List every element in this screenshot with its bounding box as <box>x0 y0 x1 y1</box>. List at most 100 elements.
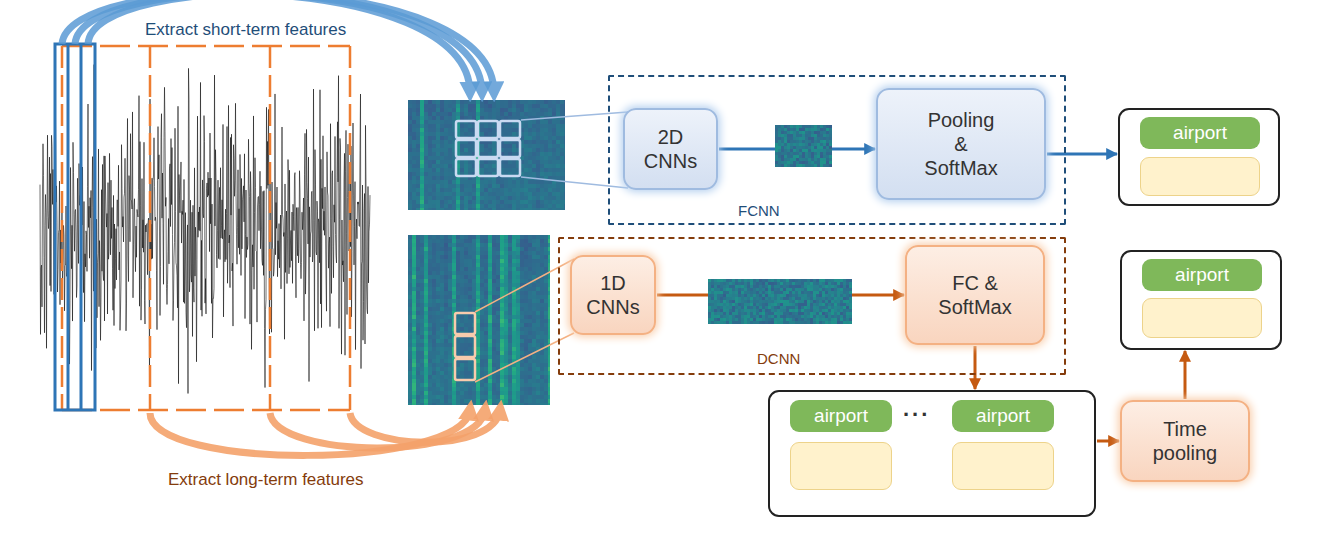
spectrogram-cell <box>452 295 456 299</box>
spectrogram-cell <box>472 200 476 204</box>
spectrogram-cell <box>464 192 468 196</box>
spectrogram-cell <box>516 255 520 259</box>
spectrogram-cell <box>484 112 488 116</box>
spectrogram-cell <box>564 192 565 196</box>
spectrogram-cell <box>412 176 416 180</box>
spectrogram-cell <box>428 295 432 299</box>
spectrogram-cell <box>448 283 452 287</box>
spectrogram-cell <box>508 247 512 251</box>
spectrogram-cell <box>456 283 460 287</box>
spectrogram-cell <box>544 327 548 331</box>
spectrogram-cell <box>520 247 524 251</box>
spectrogram-cell <box>428 327 432 331</box>
spectrogram-cell <box>540 160 544 164</box>
spectrogram-cell <box>516 319 520 323</box>
spectrogram-cell <box>484 247 488 251</box>
spectrogram-cell <box>532 156 536 160</box>
spectrogram-cell <box>412 295 416 299</box>
spectrogram-cell <box>420 263 424 267</box>
spectrogram-cell <box>436 311 440 315</box>
spectrogram-cell <box>424 287 428 291</box>
spectrogram-cell <box>488 287 492 291</box>
spectrogram-cell <box>420 168 424 172</box>
spectrogram-cell <box>512 104 516 108</box>
spectrogram-cell <box>508 287 512 291</box>
spectrogram-cell <box>408 104 412 108</box>
spectrogram-cell <box>524 112 528 116</box>
spectrogram-cell <box>412 235 416 239</box>
spectrogram-cell <box>420 271 424 275</box>
spectrogram-cell <box>528 200 532 204</box>
spectrogram-cell <box>504 188 508 192</box>
spectrogram-cell <box>468 100 472 104</box>
spectrogram-cell <box>420 295 424 299</box>
spectrogram-cell <box>484 152 488 156</box>
spectrogram-cell <box>432 239 436 243</box>
spectrogram-cell <box>416 299 420 303</box>
spectrogram-cell <box>540 208 544 210</box>
spectrogram-cell <box>476 100 480 104</box>
spectrogram-cell <box>436 184 440 188</box>
spectrogram-cell <box>516 299 520 303</box>
spectrogram-cell <box>472 247 476 251</box>
spectrogram-cell <box>492 188 496 192</box>
spectrogram-cell <box>460 180 464 184</box>
spectrogram-cell <box>536 164 540 168</box>
spectrogram-cell <box>504 104 508 108</box>
spectrogram-cell <box>464 271 468 275</box>
spectrogram-cell <box>496 239 500 243</box>
spectrogram-cell <box>504 323 508 327</box>
spectrogram-cell <box>432 128 436 132</box>
spectrogram-cell <box>444 251 448 255</box>
spectrogram-cell <box>456 275 460 279</box>
spectrogram-cell <box>460 160 464 164</box>
spectrogram-cell <box>412 124 416 128</box>
spectrogram-cell <box>524 140 528 144</box>
spectrogram-cell <box>540 140 544 144</box>
spectrogram-cell <box>544 251 548 255</box>
spectrogram-cell <box>424 116 428 120</box>
spectrogram-cell <box>540 136 544 140</box>
spectrogram-cell <box>548 168 552 172</box>
spectrogram-cell <box>448 275 452 279</box>
spectrogram-cell <box>440 303 444 307</box>
spectrogram-cell <box>556 112 560 116</box>
spectrogram-cell <box>532 124 536 128</box>
spectrogram-cell <box>540 128 544 132</box>
spectrogram-cell <box>452 188 456 192</box>
spectrogram-cell <box>424 104 428 108</box>
spectrogram-cell <box>524 120 528 124</box>
spectrogram-cell <box>412 323 416 327</box>
spectrogram-cell <box>492 283 496 287</box>
spectrogram-cell <box>456 239 460 243</box>
spectrogram-cell <box>408 299 412 303</box>
spectrogram-cell <box>512 327 516 331</box>
spectrogram-cell <box>424 243 428 247</box>
spectrogram-cell <box>456 243 460 247</box>
spectrogram-cell <box>528 128 532 132</box>
spectrogram-cell <box>460 319 464 323</box>
spectrogram-cell <box>468 295 472 299</box>
spectrogram-cell <box>468 196 472 200</box>
spectrogram-cell <box>464 299 468 303</box>
spectrogram-cell <box>464 279 468 283</box>
spectrogram-cell <box>432 208 436 210</box>
spectrogram-cell <box>460 204 464 208</box>
spectrogram-cell <box>484 192 488 196</box>
spectrogram-cell <box>512 243 516 247</box>
spectrogram-cell <box>552 192 556 196</box>
spectrogram-cell <box>464 144 468 148</box>
spectrogram-cell <box>520 200 524 204</box>
spectrogram-cell <box>548 144 552 148</box>
spectrogram-cell <box>536 168 540 172</box>
spectrogram-cell <box>476 327 480 331</box>
spectrogram-cell <box>408 124 412 128</box>
spectrogram-cell <box>416 156 420 160</box>
spectrogram-cell <box>548 196 552 200</box>
spectrogram-cell <box>544 287 548 291</box>
spectrogram-cell <box>460 200 464 204</box>
spectrogram-cell <box>504 271 508 275</box>
spectrogram-cell <box>532 164 536 168</box>
spectrogram-cell <box>548 124 552 128</box>
spectrogram-cell <box>412 180 416 184</box>
